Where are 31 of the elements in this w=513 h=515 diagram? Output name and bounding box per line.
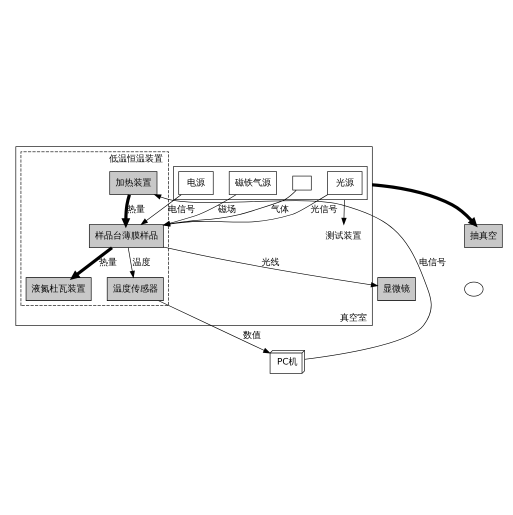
edge-label: 温度 xyxy=(132,258,150,268)
arrow xyxy=(70,246,113,280)
arrow xyxy=(128,247,135,278)
arrow xyxy=(121,194,131,228)
edge-label: 气体 xyxy=(270,204,289,215)
arrow xyxy=(163,246,379,288)
arrow xyxy=(341,199,347,226)
edge-label: 热量 xyxy=(99,258,118,268)
edge-label: 电信号 xyxy=(168,204,196,215)
node-box: 抽真空 xyxy=(464,224,503,248)
node-box xyxy=(292,176,312,190)
edge-label: 电信号 xyxy=(419,258,446,268)
arrow xyxy=(154,194,432,360)
edge-label: 数值 xyxy=(242,330,261,341)
arrow xyxy=(372,183,478,228)
edge-label: 光线 xyxy=(261,258,280,268)
node-box: 温度传感器 xyxy=(106,277,164,301)
node-box: 显微镜 xyxy=(377,277,416,301)
node-box: 样品台薄膜样品 xyxy=(88,224,164,248)
node-box: 光源 xyxy=(327,171,362,195)
node-eye xyxy=(464,282,484,296)
edge-label: 光信号 xyxy=(310,204,338,215)
arrow xyxy=(158,300,271,354)
edge-label: 热量 xyxy=(127,204,146,215)
edge-label: 磁场 xyxy=(218,204,236,215)
node-text: 测试装置 xyxy=(326,231,362,242)
node-box: 磁铁气源 xyxy=(228,171,277,195)
cluster xyxy=(173,166,368,200)
node-box: 电源 xyxy=(178,171,214,195)
node-box: 加热装置 xyxy=(109,171,158,195)
node-box: 液氮杜瓦装置 xyxy=(26,277,92,301)
